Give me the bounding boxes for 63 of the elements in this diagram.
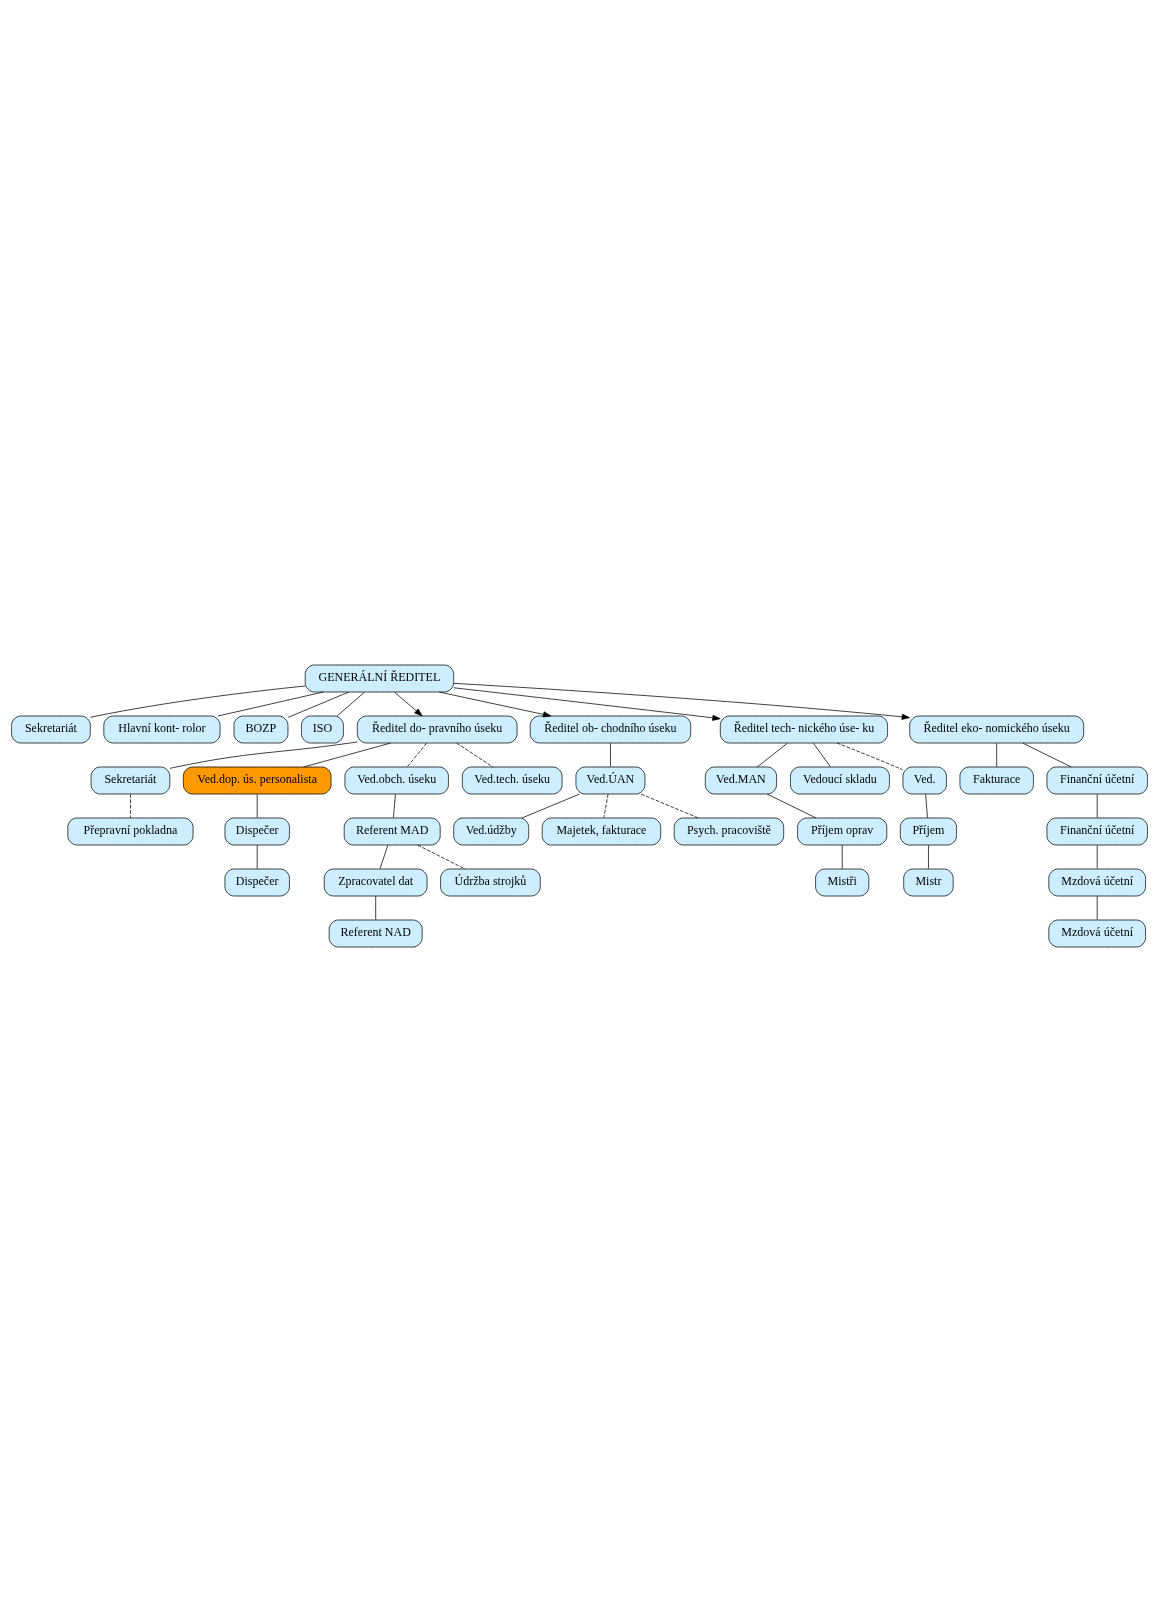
connector	[928, 844, 929, 870]
node-box: Mistři	[815, 868, 870, 897]
connector	[303, 742, 391, 768]
connector	[1022, 742, 1072, 768]
node-box: GENERÁLNÍ ŘEDITEL	[304, 664, 455, 693]
node-box: Psych. pracoviště	[673, 817, 785, 846]
connector	[757, 742, 788, 768]
connector	[766, 793, 817, 819]
node-box: Příjem	[899, 817, 957, 846]
node-box: Referent NAD	[328, 919, 423, 948]
node-box: Ved.ÚAN	[575, 766, 646, 795]
node-box: Mistr	[903, 868, 954, 897]
connector	[407, 742, 427, 768]
connector	[336, 691, 365, 717]
node-box: Ved.údžby	[453, 817, 530, 846]
node-box: Vedoucí skladu	[790, 766, 890, 795]
arrow	[453, 682, 910, 720]
connector	[610, 742, 611, 768]
connector	[90, 685, 306, 718]
connector	[640, 793, 699, 819]
node-box: Sekretariát	[90, 766, 171, 795]
arrow	[394, 691, 423, 717]
node-box: Finanční účetní	[1046, 766, 1148, 795]
node-box: Hlavní kont- rolor	[103, 715, 221, 744]
connector	[836, 742, 903, 771]
connector	[417, 844, 466, 870]
node-box: Ved.obch. úseku	[344, 766, 449, 795]
node-box: Zpracovatel dat	[323, 868, 428, 897]
connector	[925, 793, 928, 819]
node-box: Mzdová účetní	[1048, 919, 1146, 948]
connector	[393, 793, 396, 819]
node-box: Fakturace	[959, 766, 1034, 795]
node-box: Dispečer	[224, 868, 290, 897]
node-box: Referent MAD	[343, 817, 441, 846]
node-box: ISO	[301, 715, 344, 744]
connector	[521, 793, 580, 819]
connector	[379, 844, 389, 870]
node-box: Příjem oprav	[797, 817, 888, 846]
node-box: Sekretariát	[11, 715, 91, 744]
arrow	[438, 691, 552, 718]
node-box: Finanční účetní	[1046, 817, 1148, 846]
connector	[813, 742, 831, 768]
node-box: Ředitel tech- nického úse- ku	[719, 715, 888, 744]
node-box: Ředitel do- pravního úseku	[356, 715, 518, 744]
connector	[456, 742, 494, 768]
node-box: Ved.dop. ús. personalista	[182, 766, 332, 795]
node-box: Přepravní pokladna	[67, 817, 194, 846]
node-box: Dispečer	[224, 817, 290, 846]
node-box: BOZP	[233, 715, 289, 744]
node-box: Ředitel ob- chodního úseku	[529, 715, 692, 744]
connector	[287, 691, 349, 718]
connector	[603, 793, 609, 819]
node-box: Údržba strojků	[440, 868, 541, 897]
node-box: Ved.tech. úseku	[461, 766, 563, 795]
connector	[130, 793, 131, 819]
node-box: Ředitel eko- nomického úseku	[909, 715, 1085, 744]
node-box: Ved.MAN	[704, 766, 777, 795]
node-box: Majetek, fakturace	[541, 817, 662, 846]
connector	[169, 741, 358, 769]
connector	[217, 691, 324, 717]
arrow	[453, 687, 721, 721]
node-box: Ved.	[902, 766, 947, 795]
node-box: Mzdová účetní	[1048, 868, 1146, 897]
